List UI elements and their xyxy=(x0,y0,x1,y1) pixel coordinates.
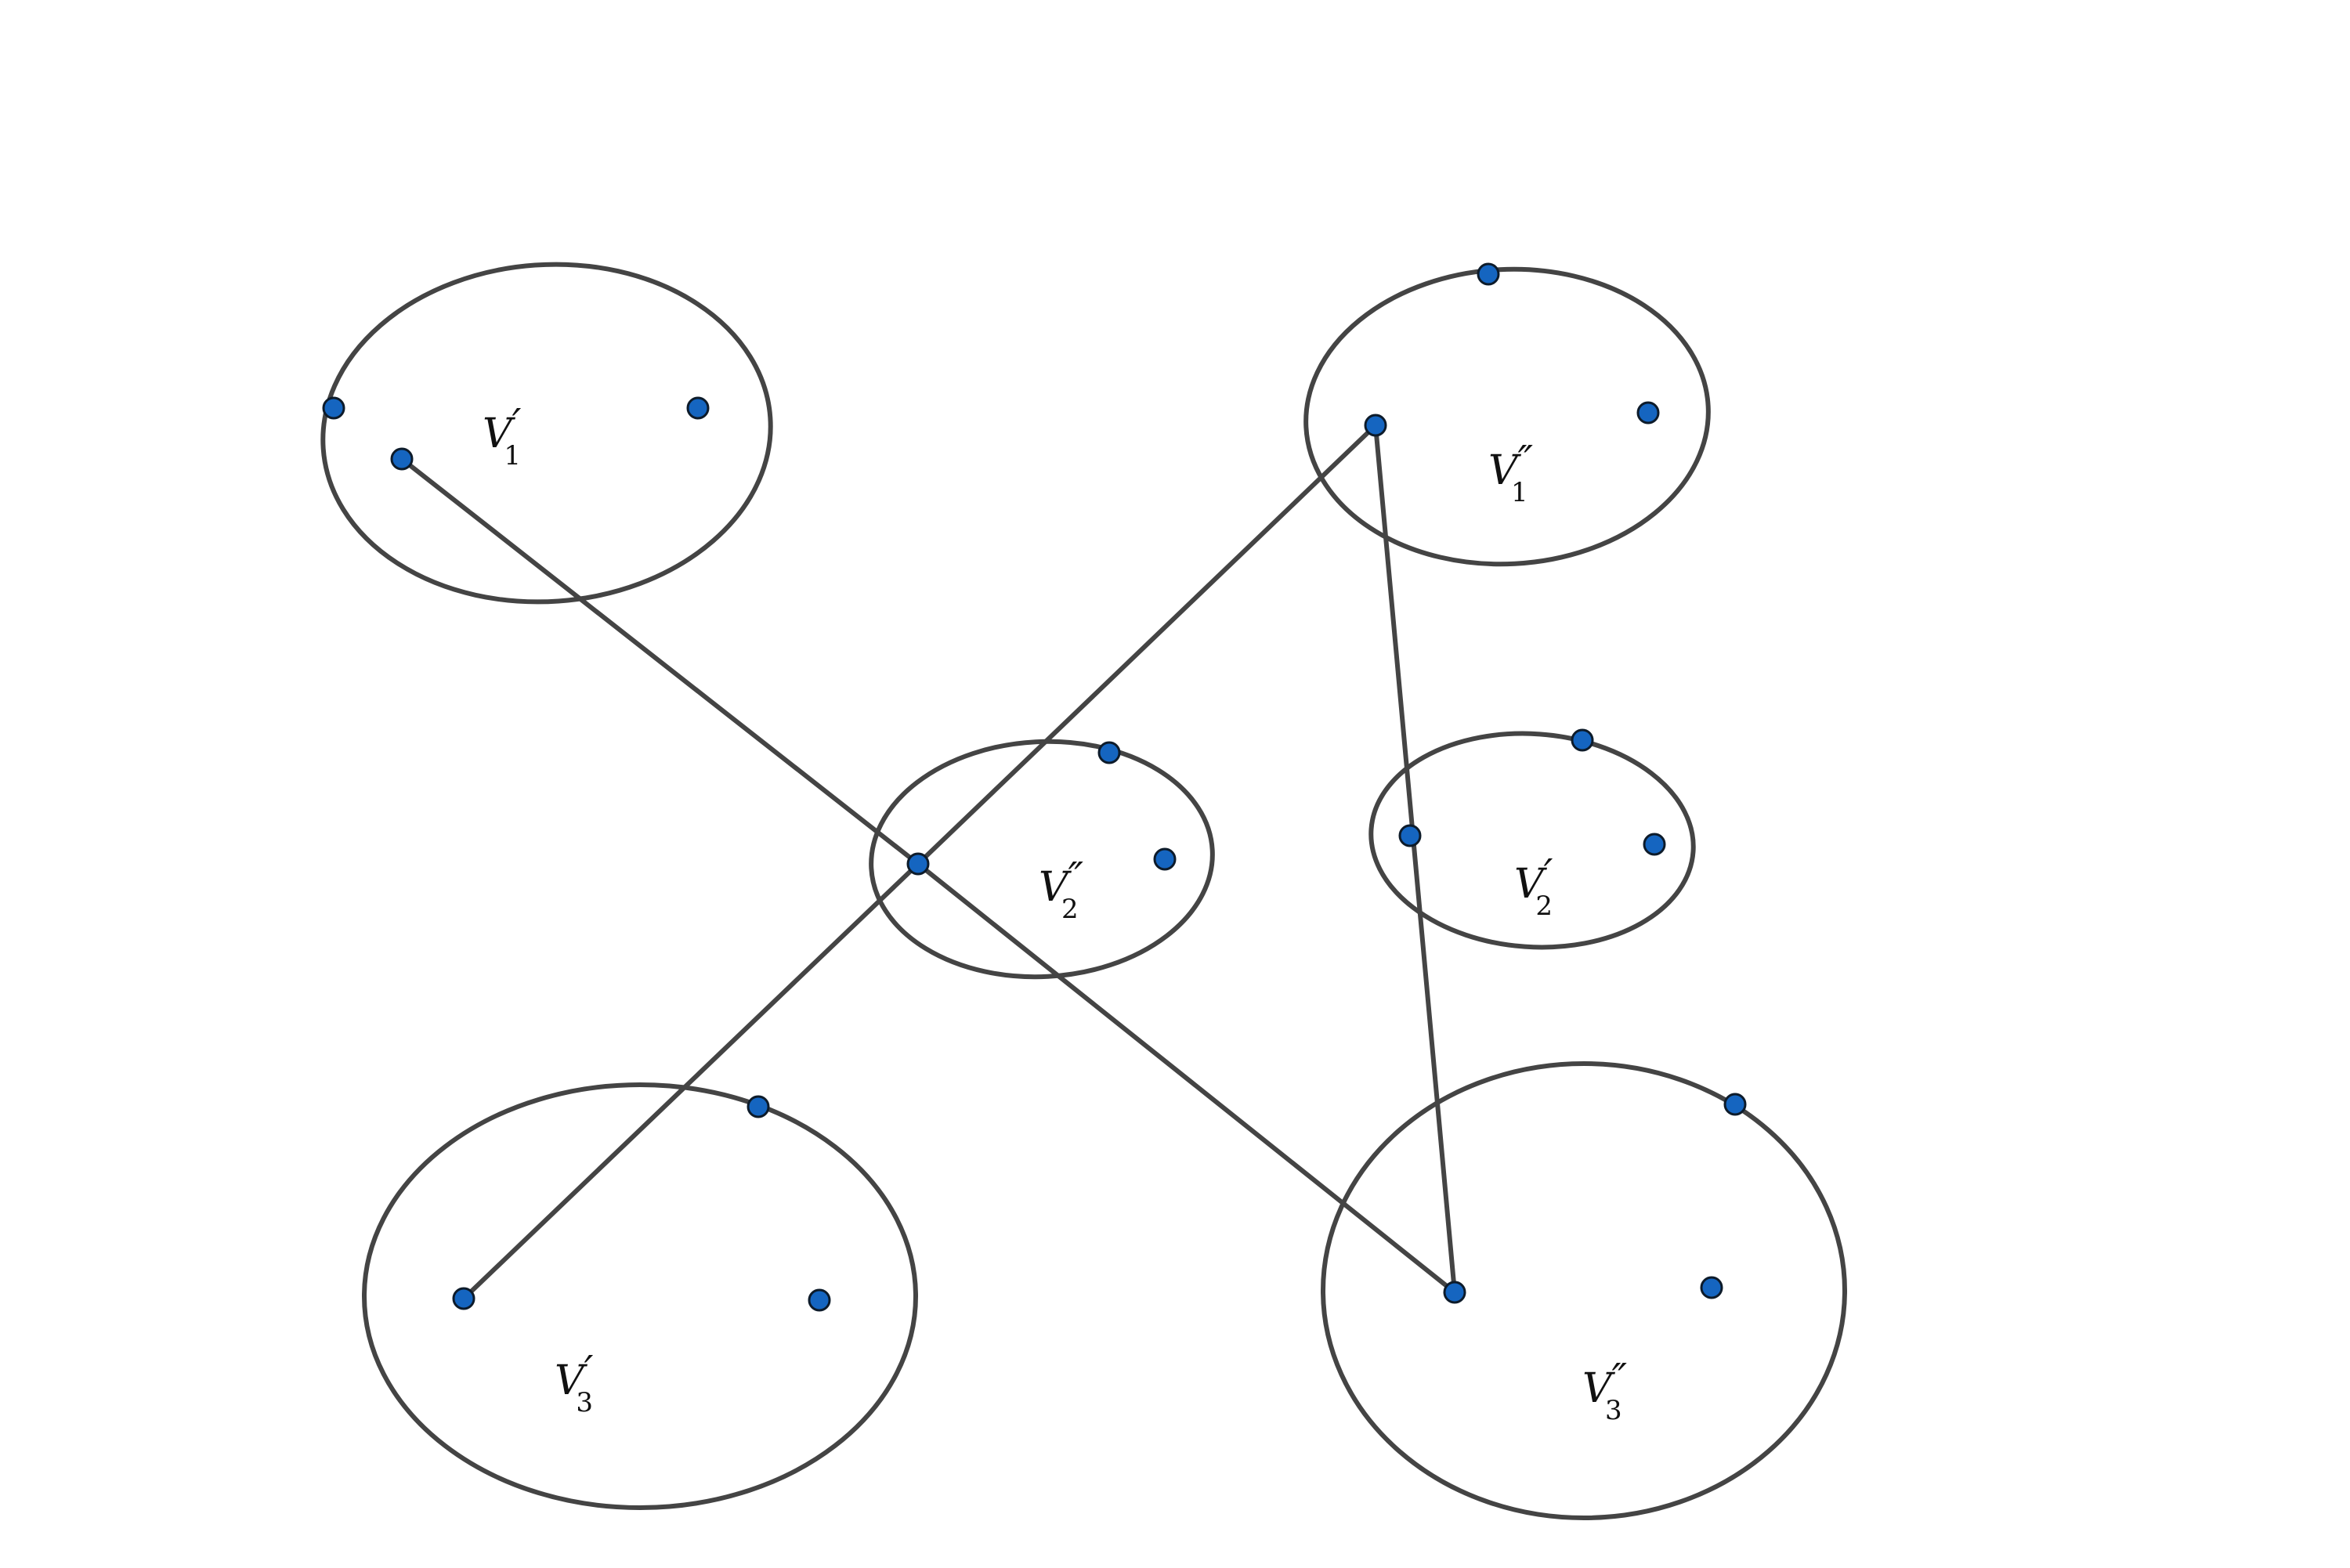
vertex xyxy=(1097,741,1121,764)
label-subscript: 2 xyxy=(1535,891,1553,922)
set-v3-double-prime-outline xyxy=(1321,1061,1847,1520)
set-v1-double-prime-outline xyxy=(1303,266,1711,567)
vertex xyxy=(390,447,414,471)
vertex xyxy=(1153,847,1177,871)
label-base: V xyxy=(1488,447,1521,494)
set-v1-prime-outline xyxy=(320,262,773,605)
label-base: V xyxy=(1039,864,1072,911)
set-label-v2-prime: V′2 xyxy=(1514,851,1553,922)
vertex xyxy=(1571,728,1594,752)
label-base: V xyxy=(1514,861,1547,908)
label-prime: ′ xyxy=(1544,851,1553,898)
vertex xyxy=(1700,1276,1723,1299)
vertex xyxy=(1723,1093,1747,1116)
edges xyxy=(400,423,1457,1301)
vertex xyxy=(322,396,345,420)
label-prime: ′ xyxy=(584,1348,594,1395)
edge-v2pp-v3pp xyxy=(916,862,1457,1295)
label-base: V xyxy=(1582,1365,1615,1412)
vertex xyxy=(452,1287,475,1310)
vertex xyxy=(1398,824,1422,847)
label-base: V xyxy=(555,1357,588,1404)
label-subscript: 2 xyxy=(1061,894,1079,925)
vertex xyxy=(1477,262,1500,286)
set-label-v1-prime: V′1 xyxy=(483,401,522,471)
vertices xyxy=(322,262,1747,1312)
set-label-v2-double-prime: V″2 xyxy=(1039,854,1084,925)
label-prime: ′ xyxy=(512,401,522,448)
label-prime: ″ xyxy=(1612,1356,1628,1403)
label-prime: ″ xyxy=(1518,438,1534,485)
vertex xyxy=(1643,833,1666,856)
label-subscript: 1 xyxy=(504,440,521,471)
label-prime: ″ xyxy=(1068,854,1084,901)
label-subscript: 1 xyxy=(1511,477,1528,508)
set-v2-prime-outline xyxy=(1368,731,1696,950)
vertex xyxy=(1364,414,1387,437)
label-subscript: 3 xyxy=(1605,1395,1622,1426)
edge-v2pp-v1pp xyxy=(916,423,1378,866)
vertex xyxy=(1443,1281,1466,1304)
label-subscript: 3 xyxy=(576,1387,593,1418)
set-labels: V′1 V″1 V″2 V′2 V′3 V″3 xyxy=(483,401,1628,1426)
set-outlines xyxy=(320,262,1847,1520)
vertex xyxy=(1636,401,1660,425)
vertex xyxy=(747,1095,770,1118)
set-label-v1-double-prime: V″1 xyxy=(1488,438,1534,508)
edge-v2pp-v3p xyxy=(461,862,920,1301)
set-v2-double-prime-outline xyxy=(869,739,1215,980)
vertex xyxy=(686,396,710,420)
label-base: V xyxy=(483,410,515,457)
edge-v1p-v2pp xyxy=(400,457,920,866)
vertex xyxy=(906,852,930,876)
vertex xyxy=(808,1288,831,1312)
set-label-v3-prime: V′3 xyxy=(555,1348,594,1418)
set-label-v3-double-prime: V″3 xyxy=(1582,1356,1628,1426)
edge-v1pp-v3pp xyxy=(1373,423,1457,1295)
set-v3-prime-outline xyxy=(362,1082,918,1510)
